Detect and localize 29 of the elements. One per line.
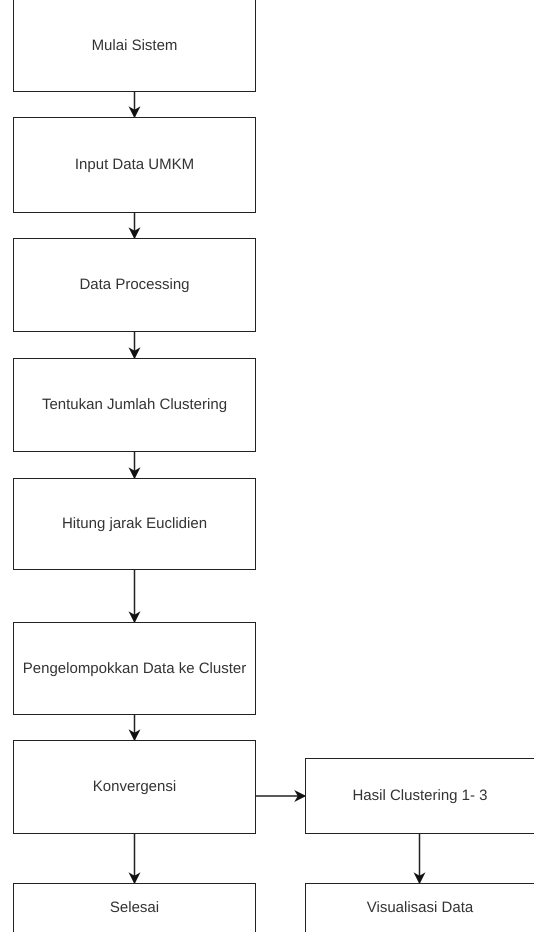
box-label: Hasil Clustering 1- 3: [351, 786, 489, 806]
arrow: [128, 715, 140, 742]
arrow: [128, 213, 140, 240]
arrow: [128, 570, 140, 624]
arrow: [256, 790, 306, 802]
box-label: Hitung jarak Euclidien: [60, 514, 208, 534]
box-label: Tentukan Jumlah Clustering: [40, 395, 228, 415]
box-label: Mulai Sistem: [90, 36, 178, 56]
arrow: [128, 92, 140, 118]
box-label: Selesai: [108, 898, 160, 918]
process-box: [13, 358, 256, 452]
process-box: [13, 0, 256, 92]
process-box: [13, 622, 256, 715]
process-box: [13, 740, 256, 834]
box-label: Pengelompokkan Data ke Cluster: [22, 658, 248, 678]
process-box: [13, 117, 256, 213]
box-label: Data Processing: [78, 275, 191, 295]
process-box: [13, 883, 256, 932]
arrow: [128, 834, 140, 884]
arrow: [128, 452, 140, 480]
box-label: Konvergensi: [92, 777, 178, 797]
process-box: [13, 478, 256, 570]
arrow: [414, 834, 426, 884]
process-box: [305, 758, 534, 834]
box-label: Input Data UMKM: [74, 155, 196, 175]
arrow: [128, 332, 140, 360]
box-label: Visualisasi Data: [366, 898, 474, 918]
process-box: [13, 238, 256, 332]
process-box: [305, 883, 534, 932]
